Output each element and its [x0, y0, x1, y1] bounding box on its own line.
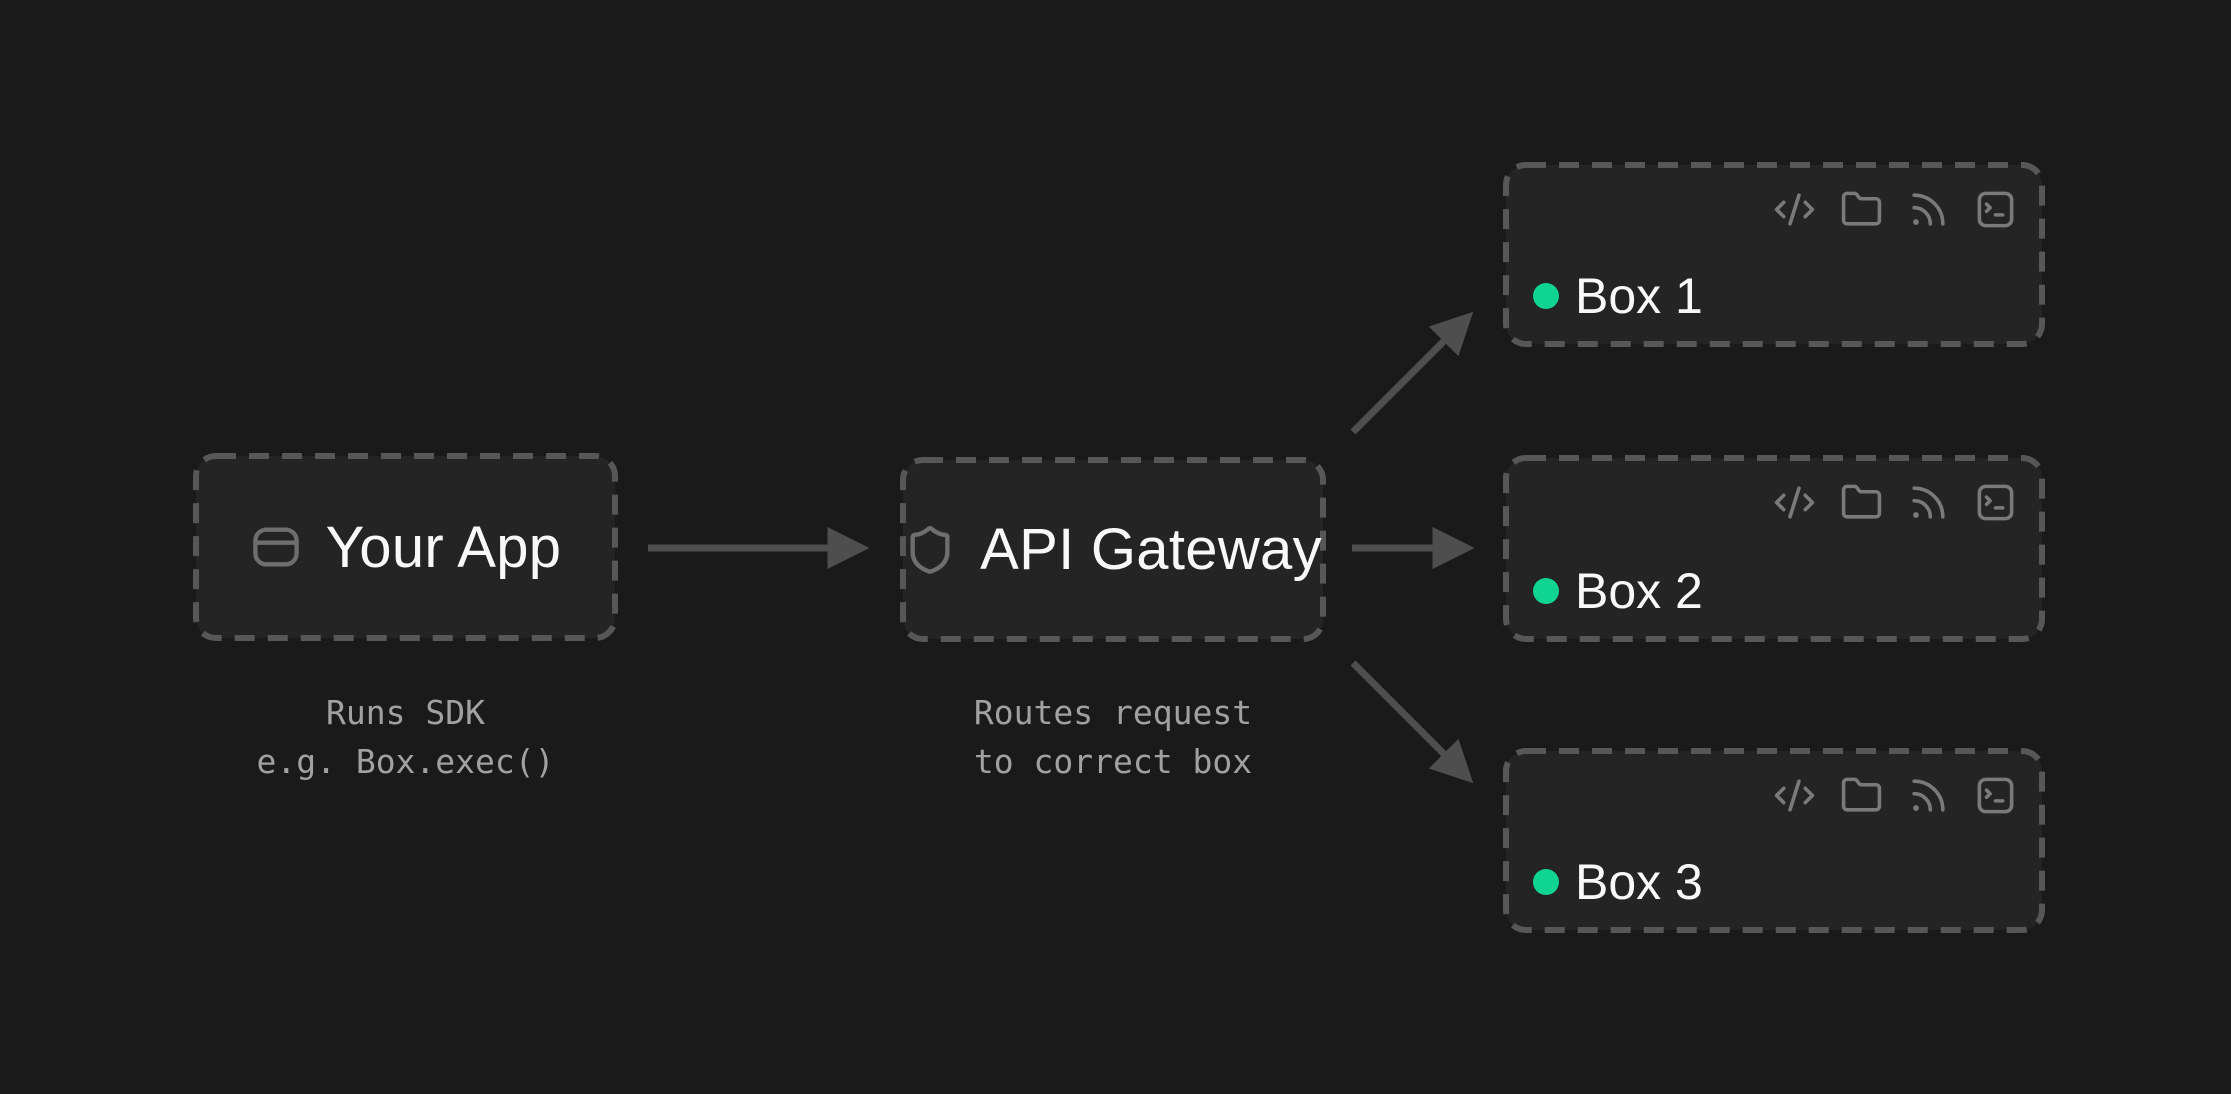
- arrow-gateway-to-box3: [1350, 660, 1474, 784]
- app-window-icon: [250, 521, 302, 573]
- terminal-icon: [1977, 191, 2014, 228]
- api-gateway-caption: Routes request to correct box: [900, 688, 1326, 786]
- caption-line: Runs SDK: [326, 693, 485, 732]
- terminal-icon: [1977, 484, 2014, 521]
- shield-icon: [904, 524, 956, 576]
- dashed-frame: [1503, 748, 2045, 933]
- box-2-label: Box 2: [1575, 563, 1703, 619]
- box-toolbar: [1533, 774, 2017, 817]
- status-dot: [1533, 578, 1559, 604]
- dashed-frame: [1503, 455, 2045, 642]
- node-your-app: Your App: [193, 453, 618, 641]
- rss-icon: [1911, 486, 1945, 520]
- box-toolbar: [1533, 481, 2017, 524]
- code-icon: [1774, 779, 1815, 812]
- status-dot: [1533, 283, 1559, 309]
- code-icon: [1774, 193, 1815, 226]
- node-box-3: Box 3: [1503, 748, 2045, 933]
- code-icon: [1774, 486, 1815, 519]
- folder-icon: [1841, 191, 1882, 226]
- caption-line: to correct box: [973, 742, 1253, 781]
- node-box-2: Box 2: [1503, 455, 2045, 642]
- caption-line: Routes request: [973, 693, 1253, 732]
- folder-icon: [1841, 777, 1882, 812]
- status-dot: [1533, 869, 1559, 895]
- node-api-gateway: API Gateway: [900, 457, 1326, 642]
- folder-icon: [1841, 484, 1882, 519]
- your-app-caption: Runs SDK e.g. Box.exec(): [193, 688, 618, 786]
- rss-icon: [1911, 779, 1945, 813]
- terminal-icon: [1977, 777, 2014, 814]
- caption-line: e.g. Box.exec(): [256, 742, 555, 781]
- box-toolbar: [1533, 188, 2017, 231]
- box-3-label: Box 3: [1575, 854, 1703, 910]
- node-box-1: Box 1: [1503, 162, 2045, 347]
- your-app-label: Your App: [325, 514, 562, 580]
- arrow-gateway-to-box1: [1350, 311, 1474, 435]
- api-gateway-label: API Gateway: [980, 517, 1322, 582]
- rss-icon: [1911, 193, 1945, 227]
- box-1-label: Box 1: [1575, 268, 1703, 324]
- dashed-frame: [193, 453, 618, 641]
- dashed-frame: [900, 457, 1326, 642]
- dashed-frame: [1503, 162, 2045, 347]
